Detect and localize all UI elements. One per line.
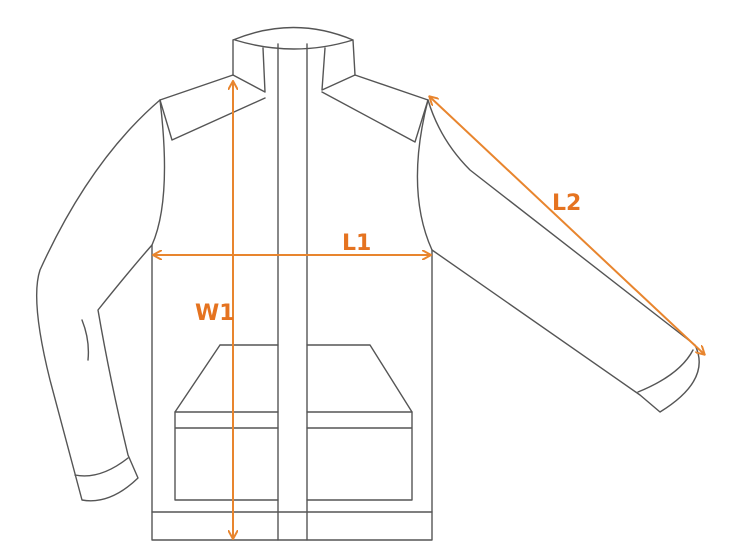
left-cuff — [74, 319, 129, 477]
zipper-placket — [277, 43, 308, 541]
pocket — [174, 411, 413, 501]
measurements: W1 L1 L2 — [154, 82, 704, 538]
l1-label: L1 — [342, 231, 371, 256]
jacket-outline — [35, 26, 700, 541]
right-cuff — [637, 349, 694, 393]
left-yoke — [159, 74, 266, 141]
l2-arrow — [430, 97, 704, 354]
w1-label: W1 — [195, 301, 235, 326]
body-right-side — [416, 99, 433, 513]
collar-inner — [232, 47, 356, 93]
body-left-side — [151, 99, 166, 513]
collar — [232, 26, 356, 76]
l2-label: L2 — [552, 191, 581, 216]
right-sleeve — [427, 99, 700, 413]
left-sleeve — [35, 99, 161, 502]
right-yoke — [321, 74, 429, 143]
pocket-flap — [174, 344, 413, 413]
hem-band — [151, 511, 433, 541]
